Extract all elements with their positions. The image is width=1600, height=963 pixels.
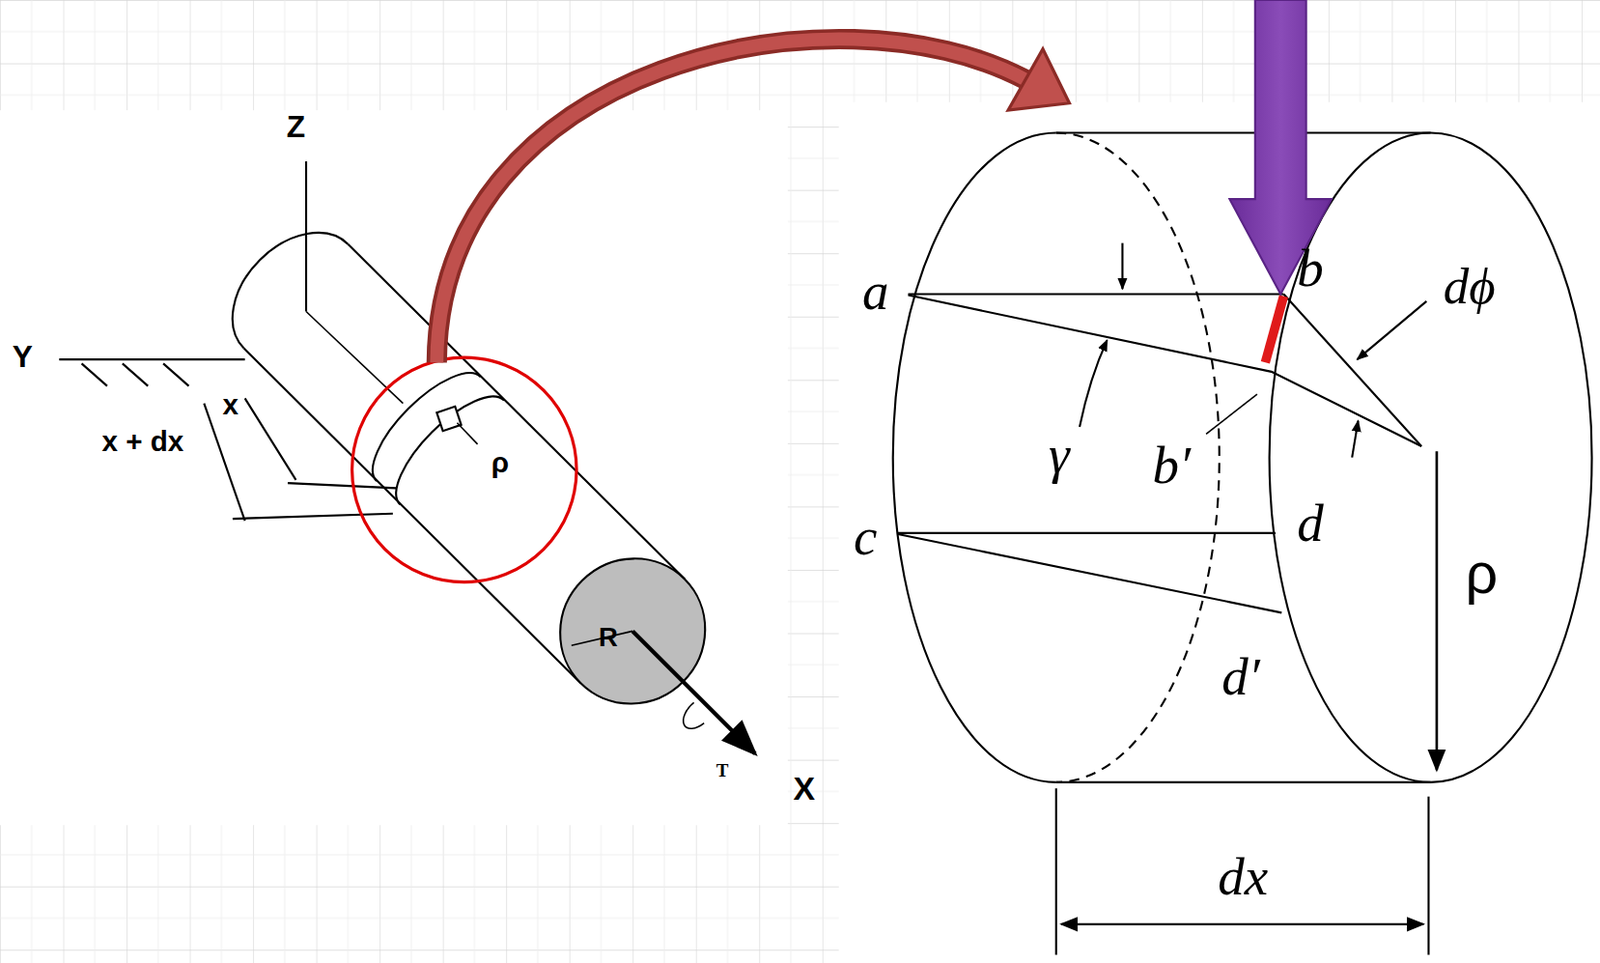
point-label: c — [853, 509, 877, 563]
shaft-axis — [306, 310, 403, 403]
right-face — [1269, 132, 1593, 782]
y-axis — [58, 358, 245, 361]
hatch-line — [122, 363, 148, 386]
angle-arrow — [1121, 243, 1123, 290]
zoom-arrow-outline — [436, 38, 1026, 363]
line-cd-prime — [898, 533, 1282, 613]
extension-line — [232, 513, 393, 519]
pointer-arrow — [1229, 0, 1332, 294]
slice-ring — [395, 396, 505, 506]
surface-element — [436, 406, 461, 431]
extension-line — [1055, 787, 1058, 955]
radius-arrow — [1435, 450, 1439, 770]
line-ab — [908, 292, 1285, 295]
top-edge — [1056, 131, 1432, 134]
shaft-edge — [347, 244, 685, 580]
element-drawing — [893, 132, 1593, 955]
dimension-label: x — [223, 390, 239, 420]
back-end-ellipse — [232, 232, 349, 349]
left-panel — [0, 110, 788, 825]
point-label: d′ — [1221, 648, 1261, 702]
radius-label: ρ — [1465, 545, 1499, 603]
dimension-label: dx — [1217, 849, 1268, 903]
dimension-line — [1061, 923, 1424, 926]
torque-arc — [683, 701, 705, 729]
radius-line — [456, 422, 478, 445]
angle-label: γ — [1048, 427, 1070, 481]
zoom-arrow-body — [436, 38, 1026, 363]
shaft-drawing — [58, 161, 756, 754]
hatch-line — [163, 363, 189, 386]
radius-b — [1283, 293, 1422, 447]
highlight-circle — [352, 357, 577, 583]
right-panel — [839, 102, 1600, 963]
axis-label: X — [792, 772, 815, 806]
radius-label: ρ — [491, 448, 509, 478]
shaft-edge — [244, 348, 582, 684]
leader-line — [1206, 393, 1258, 434]
dimension-line — [245, 397, 297, 480]
torque-label: T — [716, 761, 730, 781]
point-label: b — [1296, 241, 1323, 295]
zoom-arrow — [436, 38, 1069, 363]
hatch-line — [82, 363, 108, 386]
angle-label: dϕ — [1443, 260, 1496, 312]
radius-label: R — [598, 623, 618, 650]
axis-label: Z — [286, 112, 306, 143]
dphi-arrow — [1351, 421, 1358, 458]
x-axis-arrow — [632, 630, 756, 754]
arc-length-highlight — [1264, 296, 1284, 364]
zoom-arrow-head — [1008, 49, 1069, 111]
extension-line — [1427, 796, 1430, 955]
gamma-arrow — [1079, 339, 1108, 427]
left-face-hidden — [1056, 132, 1220, 782]
point-label: b′ — [1151, 438, 1191, 492]
dimension-line — [203, 403, 245, 522]
line-cd — [898, 532, 1276, 534]
bottom-edge — [1056, 781, 1432, 784]
dimension-label: x + dx — [102, 426, 185, 456]
dphi-arrow — [1356, 301, 1427, 360]
left-face-solid — [893, 132, 1057, 782]
line-ab-prime — [908, 295, 1423, 447]
axis-label: Y — [12, 341, 33, 373]
slice-ring — [372, 372, 481, 481]
point-label: a — [862, 264, 889, 318]
point-label: d — [1296, 496, 1323, 550]
z-axis — [305, 161, 308, 311]
